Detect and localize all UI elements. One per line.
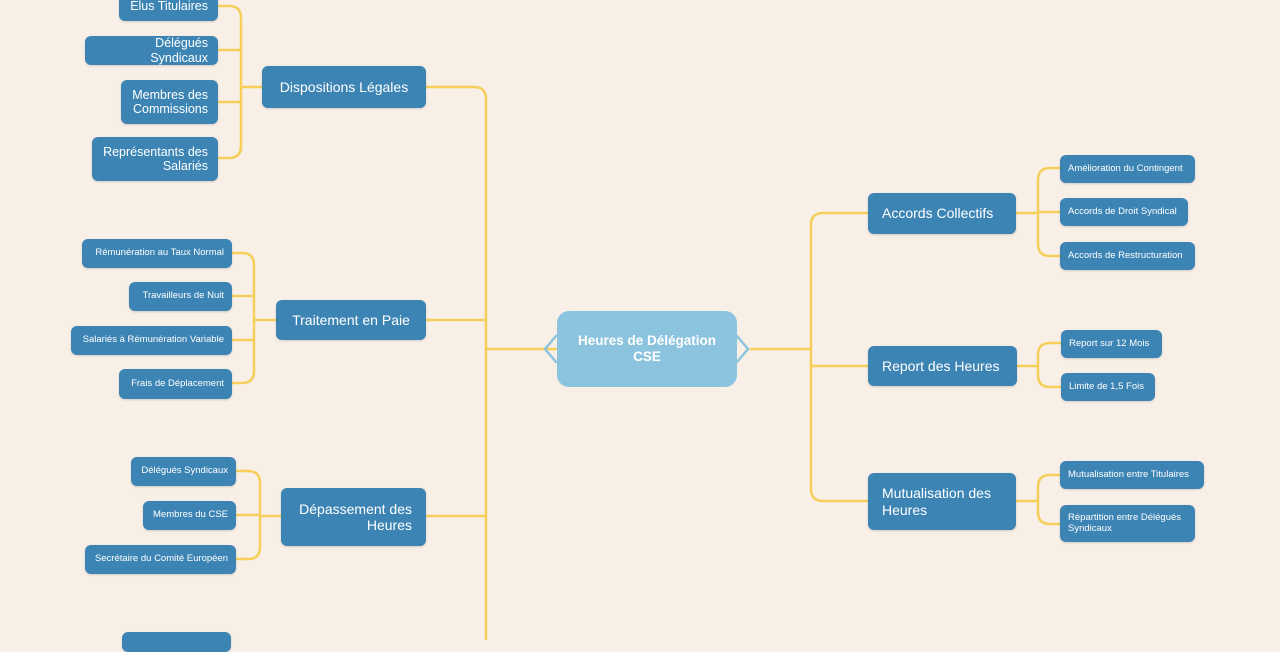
leaf-elus-titulaires[interactable]: Élus Titulaires [119,0,218,21]
leaf-label: Délégués Syndicaux [141,465,228,477]
branch-report-label: Report des Heures [882,357,1000,374]
branch-report-des-heures[interactable]: Report des Heures [868,346,1017,386]
leaf-label: Rémunération au Taux Normal [95,247,224,259]
root-node[interactable]: Heures de Délégation CSE [557,311,737,387]
branch-mutualisation-des-heures[interactable]: Mutualisation des Heures [868,473,1016,530]
root-label-line1: Heures de Délégation [577,333,717,349]
leaf-salaries-remuneration-variable[interactable]: Salariés à Rémunération Variable [71,326,232,355]
leaf-label: Report sur 12 Mois [1069,337,1150,349]
leaf-label-line1: Répartition entre Délégués [1068,511,1182,523]
leaf-label: Membres du CSE [153,509,228,521]
branch-accords-collectifs[interactable]: Accords Collectifs [868,193,1016,234]
leaf-mutualisation-entre-titulaires[interactable]: Mutualisation entre Titulaires [1060,461,1204,489]
branch-paie-label: Traitement en Paie [292,311,410,328]
leaf-amelioration-du-contingent[interactable]: Amélioration du Contingent [1060,155,1195,183]
leaf-label: Salariés à Rémunération Variable [82,334,224,346]
leaf-label-line1: Membres des [132,87,208,102]
leaf-label: Mutualisation entre Titulaires [1068,468,1189,480]
leaf-label-line2: Commissions [132,102,208,116]
leaf-partial-bottom[interactable] [122,632,231,652]
leaf-label: Élus Titulaires [130,0,208,14]
branch-traitement-en-paie[interactable]: Traitement en Paie [276,300,426,340]
leaf-label: Limite de 1,5 Fois [1069,380,1144,392]
branch-depassement-line1: Dépassement des [299,500,412,517]
leaf-label: Frais de Déplacement [131,377,224,389]
leaf-label-line2: Syndicaux [1068,522,1112,534]
leaf-remuneration-taux-normal[interactable]: Rémunération au Taux Normal [82,239,232,268]
leaf-accords-de-restructuration[interactable]: Accords de Restructuration [1060,242,1195,270]
leaf-label: Accords de Droit Syndical [1068,205,1177,217]
branch-accords-label: Accords Collectifs [882,205,994,222]
leaf-delegues-syndicaux-depassement[interactable]: Délégués Syndicaux [131,457,236,486]
leaf-label-line1: Représentants des [103,144,208,159]
leaf-label: Amélioration du Contingent [1068,162,1183,174]
root-label-line2: CSE [633,349,661,364]
leaf-label: Travailleurs de Nuit [142,290,224,302]
leaf-label: Secrétaire du Comité Européen [94,553,228,565]
branch-depassement-des-heures[interactable]: Dépassement des Heures [281,488,426,546]
leaf-membres-du-cse[interactable]: Membres du CSE [143,501,236,530]
leaf-representants-des-salaries[interactable]: Représentants des Salariés [92,137,218,181]
leaf-limite-de-1-5-fois[interactable]: Limite de 1,5 Fois [1061,373,1155,401]
leaf-label: Accords de Restructuration [1068,249,1183,261]
leaf-report-sur-12-mois[interactable]: Report sur 12 Mois [1061,330,1162,358]
leaf-label: Délégués Syndicaux [150,36,208,65]
branch-depassement-line2: Heures [366,517,412,533]
leaf-repartition-entre-delegues-syndicaux[interactable]: Répartition entre Délégués Syndicaux [1060,505,1195,542]
branch-dispositions-legales[interactable]: Dispositions Légales [262,66,426,108]
branch-mutualisation-line2: Heures [882,501,928,518]
leaf-secretaire-comite-europeen[interactable]: Secrétaire du Comité Européen [85,545,236,574]
leaf-travailleurs-de-nuit[interactable]: Travailleurs de Nuit [129,282,232,311]
leaf-delegues-syndicaux[interactable]: Délégués Syndicaux [85,36,218,65]
leaf-label-line2: Salariés [162,159,208,173]
leaf-frais-de-deplacement[interactable]: Frais de Déplacement [119,369,232,399]
leaf-membres-des-commissions[interactable]: Membres des Commissions [121,80,218,124]
branch-dispositions-label: Dispositions Légales [279,78,409,95]
leaf-accords-de-droit-syndical[interactable]: Accords de Droit Syndical [1060,198,1188,226]
branch-mutualisation-line1: Mutualisation des [882,485,991,502]
